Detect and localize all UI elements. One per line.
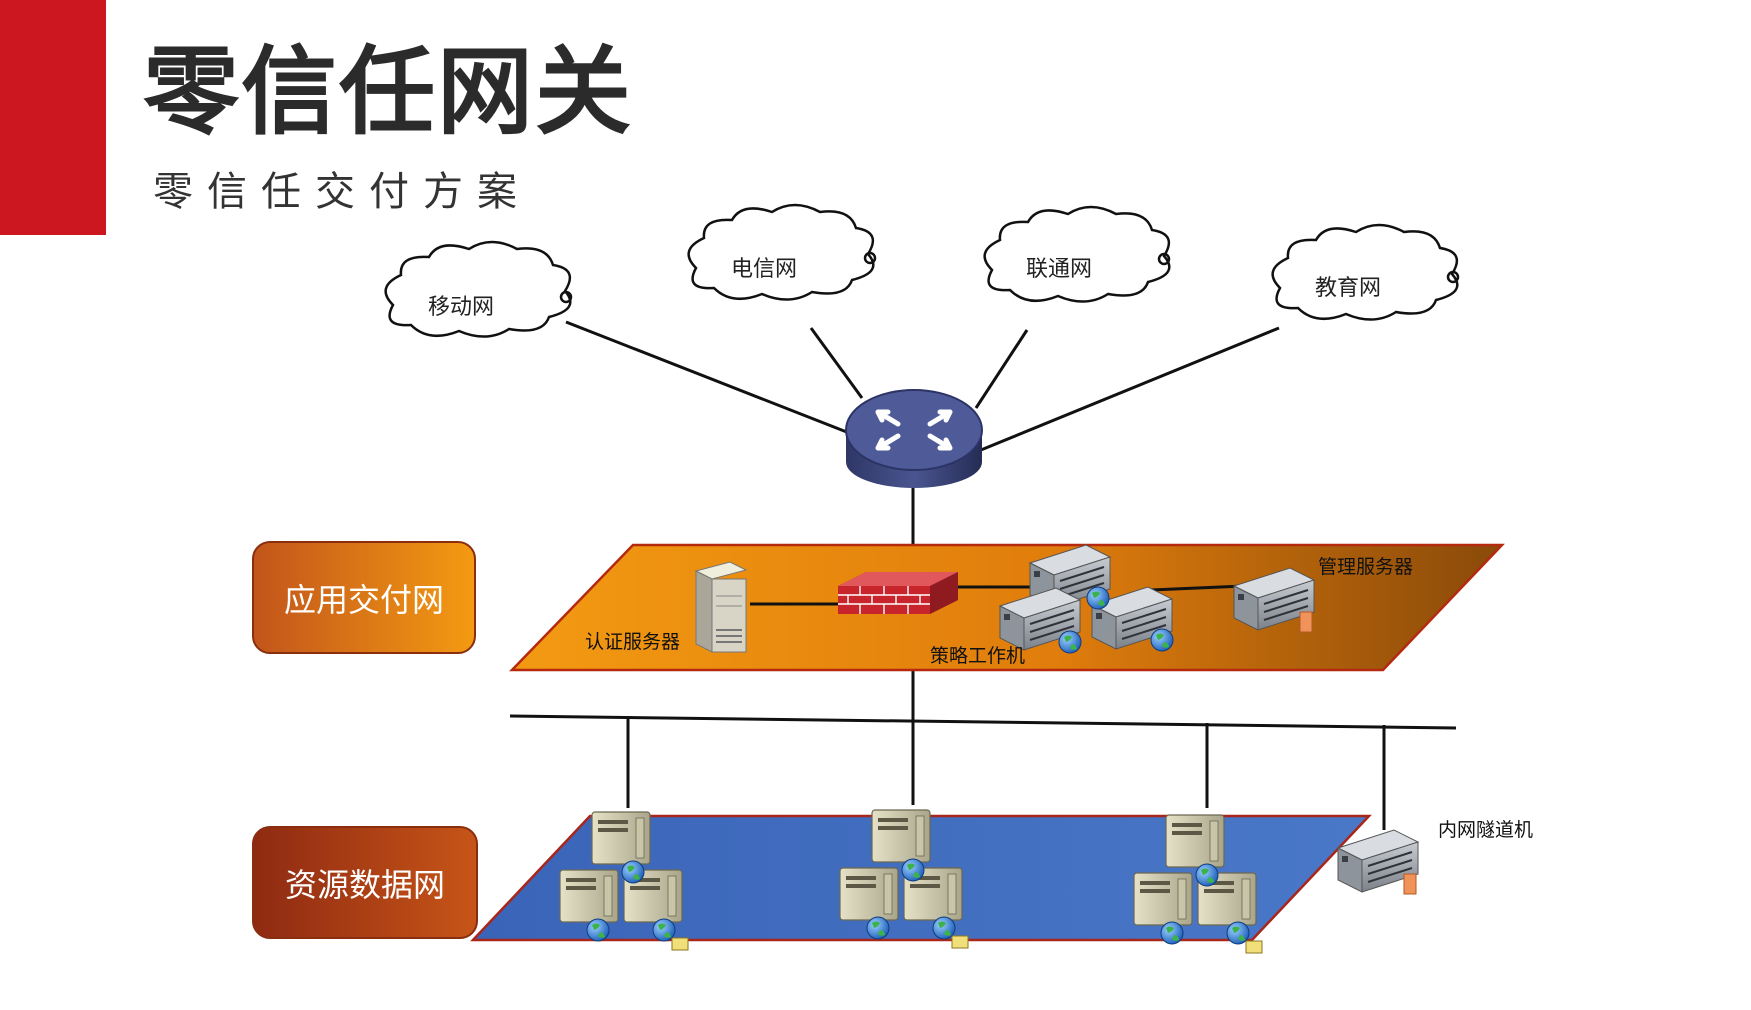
cloud-mobile-label: 移动网 <box>428 295 494 320</box>
server-icon <box>559 869 619 923</box>
cloud-telecom-label: 电信网 <box>731 257 797 282</box>
cloud-unicom-label: 联通网 <box>1026 257 1092 282</box>
globe-icon <box>586 918 610 942</box>
resource-layer-label: 资源数据网 <box>252 826 478 939</box>
tunnel-machine-label: 内网隧道机 <box>1438 819 1533 841</box>
app-layer-label: 应用交付网 <box>252 541 476 654</box>
router-icon <box>845 389 983 488</box>
page-title: 零信任网关 <box>143 36 633 148</box>
server-icon <box>591 811 651 865</box>
cloud-icon <box>384 240 572 338</box>
server-cluster-3 <box>1133 814 1263 954</box>
app-layer-links <box>750 584 1245 606</box>
server-icon <box>1133 872 1193 926</box>
globe-icon <box>866 916 890 940</box>
globe-icon <box>1160 921 1184 945</box>
mgmt-server-label: 管理服务器 <box>1318 556 1413 578</box>
mgmt-server-icon <box>1233 567 1315 633</box>
firewall-icon <box>838 572 958 614</box>
tunnel-machine-icon <box>1337 829 1419 895</box>
cloud-education: 教育网 <box>1271 223 1460 321</box>
globe-icon <box>901 858 925 882</box>
server-cluster-2 <box>839 809 969 949</box>
auth-server-label: 认证服务器 <box>585 631 680 653</box>
globe-icon <box>1058 630 1082 654</box>
cloud-icon <box>1271 223 1459 321</box>
globe-icon <box>1150 628 1174 652</box>
server-cluster-1 <box>559 811 689 951</box>
cloud-telecom: 电信网 <box>687 203 877 301</box>
server-icon <box>871 809 931 863</box>
cloud-icon <box>687 203 875 301</box>
policy-workstation-label: 策略工作机 <box>930 645 1025 667</box>
globe-icon <box>621 860 645 884</box>
server-icon <box>1165 814 1225 868</box>
cloud-education-label: 教育网 <box>1315 276 1381 301</box>
server-icon <box>839 867 899 921</box>
globe-icon <box>1086 586 1110 610</box>
cloud-unicom: 联通网 <box>983 205 1171 303</box>
accent-bar <box>0 0 106 235</box>
page-subtitle: 零信任交付方案 <box>153 169 531 215</box>
cloud-mobile: 移动网 <box>384 240 573 338</box>
resource-bus-lines <box>509 714 1457 830</box>
globe-icon <box>1195 863 1219 887</box>
auth-server-icon <box>694 561 748 653</box>
cloud-icon <box>983 205 1171 303</box>
